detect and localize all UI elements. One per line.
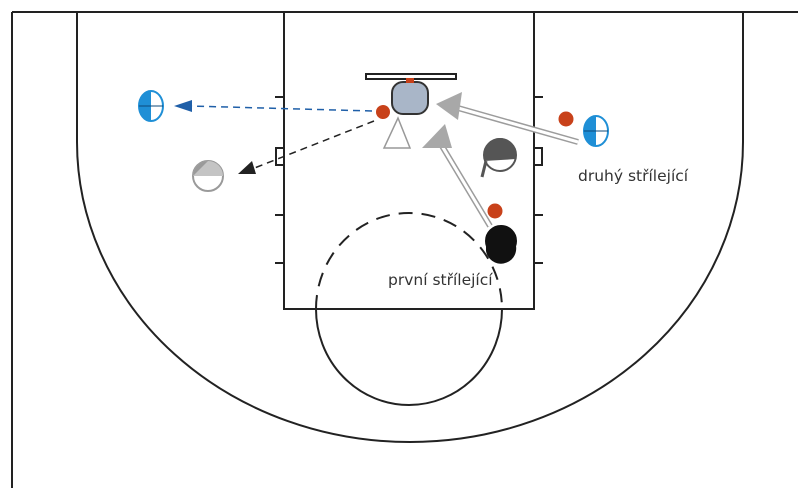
rim-connector [406,78,414,83]
arrow-icon [422,124,452,148]
cone-icon [382,116,412,149]
free-throw-circle-top-dashed [315,212,503,310]
hoop-icon [365,73,457,115]
basketball-icon [376,105,390,119]
lane-block [533,147,543,166]
player-icon [192,160,224,192]
player-icon [485,225,517,264]
free-throw-circle-bottom [315,308,503,406]
cut-line-first-shooter-inner [440,145,492,227]
pass-lines [174,100,375,174]
pass-line-to-blue [189,105,373,112]
player-icon [138,90,164,122]
arrow-icon [238,161,256,174]
basketball-icon [487,203,503,219]
cut-line-second-shooter-inner [457,106,579,144]
arrow-icon [436,92,462,120]
basketball-icon [558,111,574,127]
player-icon [480,137,517,178]
three-point-arc [76,12,744,443]
label-first-shooter: první střílející [388,271,493,289]
cut-paths [422,92,579,228]
player-icon [583,115,609,147]
rim-box [391,81,429,115]
label-second-shooter: druhý střílející [578,167,689,185]
arrow-icon [174,100,192,112]
pass-line-to-gray [251,120,375,170]
